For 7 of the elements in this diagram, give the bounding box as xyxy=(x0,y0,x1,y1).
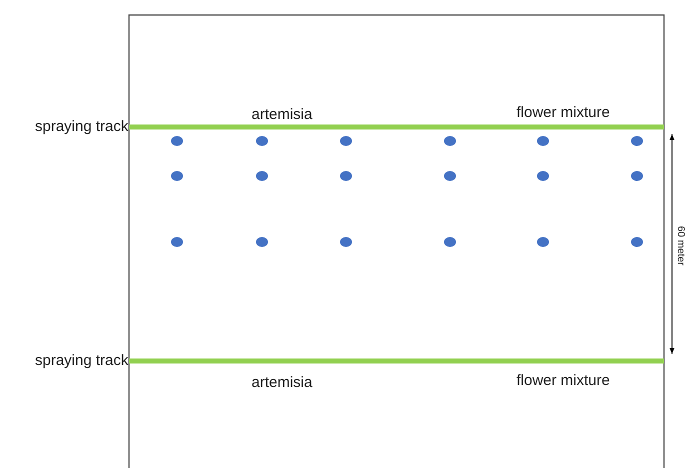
planting-label: flower mixture xyxy=(516,372,610,390)
planting-label: flower mixture xyxy=(516,104,610,122)
track-label: spraying track xyxy=(35,352,128,370)
planting-label: artemisia xyxy=(252,106,312,124)
dimension-label: 60 meter xyxy=(674,226,686,265)
planting-label: artemisia xyxy=(252,374,312,392)
track-label: spraying track xyxy=(35,118,128,136)
